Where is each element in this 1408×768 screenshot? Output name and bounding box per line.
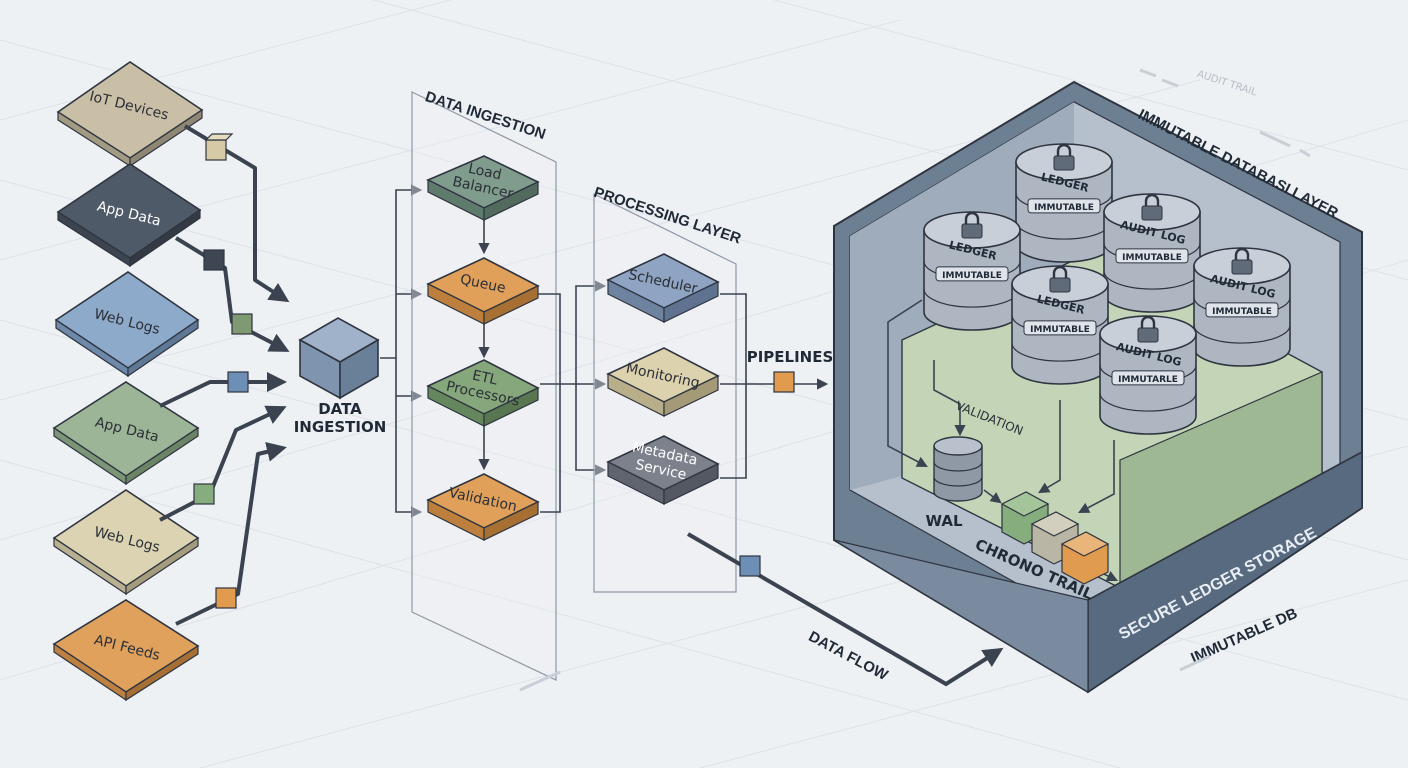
immutable-band-label: IMMUTARLE — [1118, 375, 1178, 385]
immutable-band — [1027, 198, 1101, 214]
immutable-band-label: IMMUTABLE — [1212, 307, 1272, 317]
ingestion-to-processing-connectors — [538, 280, 607, 513]
storage-internal-flows — [887, 299, 1119, 582]
connector-nodes — [193, 133, 253, 609]
ingestion-node-label: ETL — [471, 368, 499, 389]
decorative-marks — [519, 68, 1311, 692]
immutable-band-label: IMMUTABLE — [942, 271, 1002, 281]
connector-node — [227, 371, 249, 393]
connector-node — [203, 249, 225, 271]
processing-node-metadata[interactable]: Metadata Service — [606, 435, 720, 505]
lock-icon — [1049, 265, 1071, 293]
lock-icon — [1231, 247, 1253, 275]
connector-node — [215, 587, 237, 609]
source-web-logs[interactable]: Web Logs — [54, 271, 200, 378]
immutable-band-label: IMMUTABLE — [1034, 203, 1094, 213]
pipelines-node — [773, 371, 795, 393]
processing-node-scheduler[interactable]: Scheduler — [606, 253, 720, 323]
chrono-cube — [1060, 531, 1110, 585]
immutable-band-label: IMMUTABLE — [1122, 253, 1182, 263]
lock-icon — [961, 211, 983, 239]
ingestion-node-label: Load — [467, 161, 503, 184]
source-app-data[interactable]: App Data — [56, 163, 202, 268]
pipelines-label: PIPELINES — [747, 348, 834, 366]
connector-node — [193, 483, 215, 505]
source-api-feeds[interactable]: API Feeds — [52, 599, 200, 702]
wal-cylinder: WAL — [925, 436, 983, 530]
ingestion-node-etl[interactable]: ETL Processors — [426, 359, 540, 427]
ingestion-node-validation[interactable]: Validation — [426, 473, 540, 541]
data-flow-node — [739, 555, 761, 577]
immutable-band — [1205, 302, 1279, 318]
lock-icon — [1137, 315, 1159, 343]
connector-node — [204, 133, 234, 161]
processing-node-monitoring[interactable]: Monitoring — [606, 347, 720, 417]
ingestion-hub-label: DATA — [318, 400, 362, 418]
ingestion-hub[interactable]: DATA INGESTION — [294, 317, 387, 436]
immutable-band — [1023, 320, 1097, 336]
lock-icon — [1053, 143, 1075, 171]
chrono-trail: CHRONO TRAIL — [972, 491, 1110, 604]
lock-icon — [1141, 193, 1163, 221]
ingestion-node-load-balancer[interactable]: Load Balancer — [426, 155, 540, 221]
connector-node — [231, 313, 253, 335]
wal-label: WAL — [925, 512, 962, 530]
audit-trail-label: AUDIT TRAIL — [1196, 69, 1259, 99]
immutable-band — [1115, 248, 1189, 264]
immutable-band — [935, 266, 1009, 282]
source-iot-devices[interactable]: IoT Devices — [56, 61, 204, 168]
processing-to-pipelines-connectors — [720, 293, 829, 479]
data-flow-label: DATA FLOW — [806, 628, 892, 684]
source-web-logs-2[interactable]: Web Logs — [52, 489, 200, 596]
immutable-band — [1111, 370, 1185, 386]
immutable-band-label: IMMUTABLE — [1030, 325, 1090, 335]
ingestion-hub-label: INGESTION — [294, 418, 387, 436]
